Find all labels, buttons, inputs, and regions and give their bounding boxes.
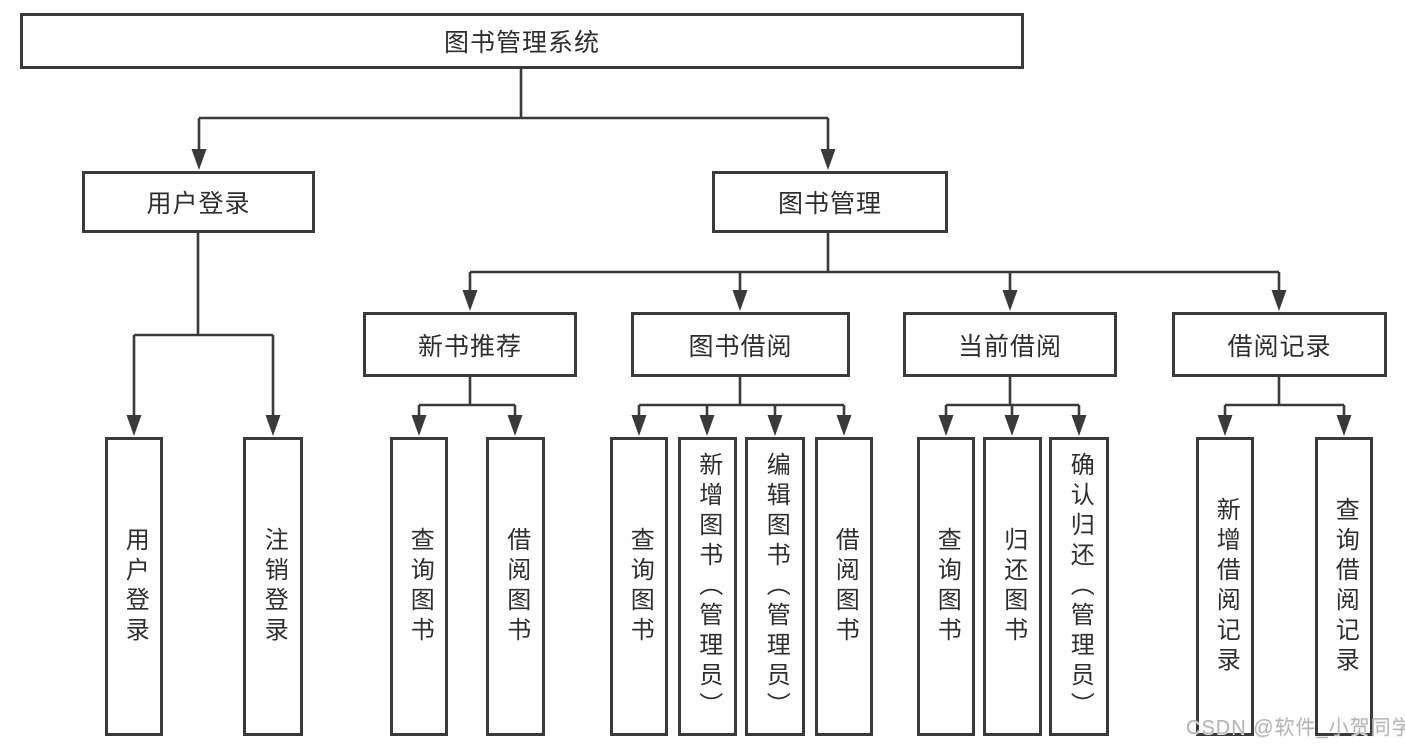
node-leaf-bb-query-label: 查询图书 bbox=[626, 526, 654, 647]
node-leaf-login-label: 用户登录 bbox=[121, 526, 149, 647]
node-leaf-cb-query-label: 查询图书 bbox=[933, 526, 961, 647]
node-current-borrow: 当前借阅 bbox=[903, 312, 1117, 377]
node-leaf-bb-query: 查询图书 bbox=[610, 437, 668, 736]
node-leaf-logout: 注销登录 bbox=[243, 437, 303, 736]
connector-book-borrow-children bbox=[631, 377, 852, 436]
node-leaf-bb-borrow-label: 借阅图书 bbox=[831, 526, 859, 647]
node-leaf-br-add: 新增借阅记录 bbox=[1196, 437, 1254, 736]
node-leaf-bb-borrow: 借阅图书 bbox=[815, 437, 873, 736]
connector-user-login-children bbox=[126, 233, 281, 436]
node-leaf-cb-query: 查询图书 bbox=[917, 437, 975, 736]
node-book-mgmt: 图书管理 bbox=[712, 171, 948, 233]
node-leaf-bb-edit: 编辑图书（管理员） bbox=[745, 437, 805, 736]
node-book-borrow-label: 图书借阅 bbox=[688, 332, 793, 361]
node-leaf-rec-borrow-label: 借阅图书 bbox=[502, 526, 530, 647]
connector-new-book-rec-children bbox=[411, 377, 523, 436]
csdn-watermark: CSDN @软件_小贺同学 bbox=[1186, 717, 1405, 739]
node-leaf-logout-label: 注销登录 bbox=[260, 526, 288, 647]
node-leaf-cb-return: 归还图书 bbox=[983, 437, 1042, 736]
node-root-label: 图书管理系统 bbox=[443, 29, 600, 57]
connector-book-mgmt-children bbox=[462, 233, 1287, 311]
node-root: 图书管理系统 bbox=[20, 13, 1024, 69]
node-leaf-cb-confirm: 确认归还（管理员） bbox=[1049, 437, 1109, 736]
node-leaf-br-add-label: 新增借阅记录 bbox=[1212, 496, 1240, 677]
node-new-book-rec: 新书推荐 bbox=[363, 312, 577, 377]
node-leaf-bb-add-label: 新增图书（管理员） bbox=[694, 451, 722, 722]
node-leaf-bb-edit-label: 编辑图书（管理员） bbox=[762, 451, 790, 722]
node-book-borrow: 图书借阅 bbox=[631, 312, 850, 377]
connector-current-borrow-children bbox=[938, 377, 1087, 436]
node-book-mgmt-label: 图书管理 bbox=[777, 190, 882, 218]
connector-root-to-level2 bbox=[191, 69, 836, 170]
node-user-login-label: 用户登录 bbox=[146, 190, 251, 218]
node-new-book-rec-label: 新书推荐 bbox=[417, 332, 522, 361]
node-leaf-br-query-label: 查询借阅记录 bbox=[1331, 496, 1359, 677]
node-current-borrow-label: 当前借阅 bbox=[957, 332, 1062, 361]
node-leaf-bb-add: 新增图书（管理员） bbox=[678, 437, 737, 736]
node-leaf-br-query: 查询借阅记录 bbox=[1315, 437, 1373, 736]
node-leaf-rec-borrow: 借阅图书 bbox=[486, 437, 545, 736]
node-borrow-records-label: 借阅记录 bbox=[1227, 332, 1332, 361]
node-user-login: 用户登录 bbox=[82, 171, 315, 233]
node-leaf-rec-query-label: 查询图书 bbox=[406, 526, 434, 647]
node-borrow-records: 借阅记录 bbox=[1172, 312, 1387, 377]
connector-borrow-records-children bbox=[1217, 377, 1352, 436]
node-leaf-cb-return-label: 归还图书 bbox=[999, 526, 1027, 647]
node-leaf-cb-confirm-label: 确认归还（管理员） bbox=[1066, 451, 1094, 722]
node-leaf-rec-query: 查询图书 bbox=[390, 437, 448, 736]
node-leaf-login: 用户登录 bbox=[105, 437, 163, 736]
